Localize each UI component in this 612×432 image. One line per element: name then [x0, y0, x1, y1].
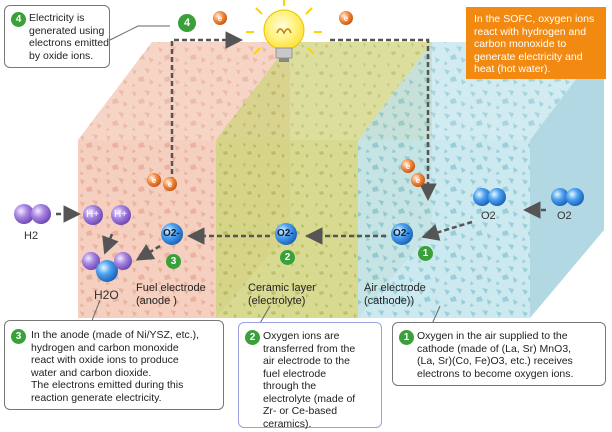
- oxygen-ion-icon: [390, 222, 414, 251]
- oxygen-molecule-icon: [548, 186, 588, 213]
- step-2-badge: 2: [280, 250, 295, 265]
- light-bulb: [246, 0, 322, 62]
- step-number: 4: [11, 12, 26, 27]
- hydrogen-molecule-icon: [12, 202, 54, 231]
- step-3-badge: 3: [166, 254, 181, 269]
- electron-icon: e: [410, 172, 426, 193]
- svg-text:e: e: [344, 14, 349, 23]
- fuel-electrode-label: Fuel electrode (anode ): [136, 282, 206, 307]
- h2-label: H2: [24, 230, 39, 242]
- oxygen-ion-label: O2-: [393, 228, 410, 239]
- hydrogen-ion-icon: [110, 204, 132, 231]
- step-text: Oxygen ions are transferred from the air…: [263, 330, 356, 430]
- electron-icon: e: [162, 176, 178, 197]
- svg-text:e: e: [406, 162, 411, 171]
- step-text: Electricity is generated using electrons…: [29, 12, 109, 62]
- step-1-badge: 1: [418, 246, 433, 261]
- external-circuit: [170, 31, 437, 201]
- step-4-badge: 4: [178, 14, 196, 32]
- hydrogen-ion-label: H+: [86, 209, 100, 220]
- step-3-callout: 3 In the anode (made of Ni/YSZ, etc.), h…: [4, 320, 224, 410]
- svg-text:e: e: [152, 176, 157, 185]
- step-1-callout: 1 Oxygen in the air supplied to the cath…: [392, 322, 606, 386]
- step-2-callout: 2 Oxygen ions are transferred from the a…: [238, 322, 382, 430]
- step-text: Oxygen in the air supplied to the cathod…: [417, 330, 574, 380]
- oxygen-ion-icon: [160, 222, 184, 251]
- oxygen-ion-label: O2-: [163, 228, 180, 239]
- o2-label: O2: [481, 210, 496, 222]
- electron-icon: e: [400, 158, 416, 179]
- step-number: 3: [11, 329, 26, 344]
- oxygen-ion-icon: [274, 222, 298, 251]
- hydrogen-ion-icon: [82, 204, 104, 231]
- oxygen-molecule-icon: [470, 186, 510, 213]
- info-box: In the SOFC, oxygen ions react with hydr…: [466, 7, 606, 79]
- step-text: In the anode (made of Ni/YSZ, etc.), hyd…: [31, 329, 200, 404]
- air-electrode-label: Air electrode (cathode)): [364, 282, 426, 307]
- ion-flow-arrows: [56, 201, 546, 261]
- svg-text:e: e: [416, 176, 421, 185]
- electron-icon: e: [146, 172, 162, 193]
- step-4-callout: 4 Electricity is generated using electro…: [4, 5, 110, 68]
- electrolyte-label: Ceramic layer (electrolyte): [248, 282, 316, 307]
- svg-text:e: e: [168, 180, 173, 189]
- electron-icon: e: [338, 10, 354, 31]
- oxygen-ion-label: O2-: [277, 228, 294, 239]
- o2-label: O2: [557, 210, 572, 222]
- air-electrode-block: [358, 42, 604, 318]
- svg-text:e: e: [218, 14, 223, 23]
- hydrogen-ion-label: H+: [114, 209, 128, 220]
- h2o-label: H2O: [94, 288, 119, 302]
- step-number: 1: [399, 330, 414, 345]
- water-molecule-icon: [80, 250, 134, 289]
- electron-icon: e: [212, 10, 228, 31]
- step-number: 2: [245, 330, 260, 345]
